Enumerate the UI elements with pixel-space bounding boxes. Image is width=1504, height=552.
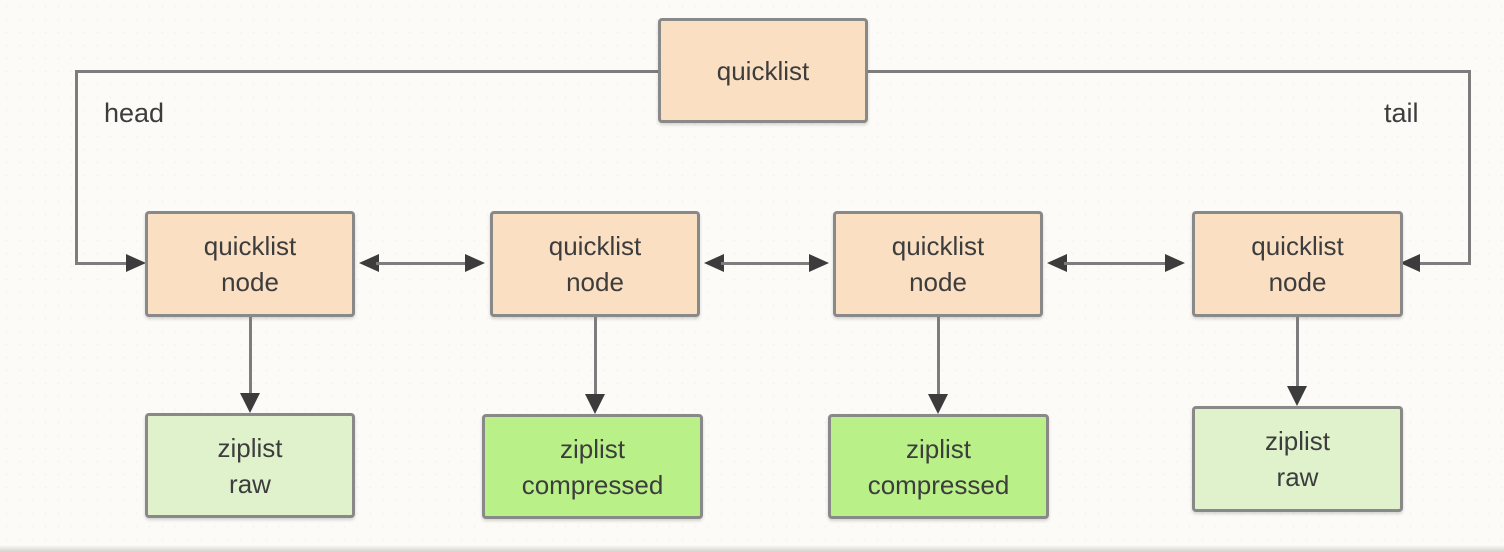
quicklist-node-box-4: quicklist node <box>1192 211 1403 317</box>
quicklist-node-box-1: quicklist node <box>145 211 355 317</box>
down-arrow-line-2 <box>594 317 597 395</box>
ziplist-box-3: ziplist compressed <box>828 414 1049 519</box>
ziplist-box-2: ziplist compressed <box>482 414 703 519</box>
tail-top-line <box>868 70 1471 73</box>
quicklist-node-box-2: quicklist node <box>490 211 700 317</box>
ziplist-box-4: ziplist raw <box>1192 406 1403 512</box>
node-label-line2: node <box>909 267 967 297</box>
head-vertical-line <box>75 70 78 265</box>
ziplist-label-line2: raw <box>229 468 271 499</box>
down-arrowhead-icon-1 <box>240 393 260 413</box>
link2-arrowhead-left-icon <box>704 254 724 272</box>
down-arrowhead-icon-2 <box>585 394 605 414</box>
ziplist-label-line2: compressed <box>867 469 1010 500</box>
ziplist-label-line1: ziplist <box>905 433 971 464</box>
node-label-line2: node <box>566 267 624 297</box>
node-label-line2: node <box>221 267 279 297</box>
ziplist-label-line2: compressed <box>521 469 664 500</box>
head-arrowhead-right-icon <box>126 254 146 272</box>
ziplist-label-line2: raw <box>1276 462 1319 492</box>
link3-arrowhead-left-icon <box>1047 254 1067 272</box>
node-label-line1: quicklist <box>548 231 642 261</box>
node-label-line1: quicklist <box>203 231 297 261</box>
tail-arrowhead-left-icon <box>1400 254 1420 272</box>
quicklist-node-box-3: quicklist node <box>833 211 1043 317</box>
down-arrow-line-4 <box>1296 317 1299 387</box>
link1-arrowhead-left-icon <box>359 254 379 272</box>
down-arrowhead-icon-3 <box>928 394 948 414</box>
down-arrow-line-1 <box>249 317 252 394</box>
quicklist-box: quicklist <box>658 18 868 123</box>
node-label-line1: quicklist <box>1251 231 1344 261</box>
down-arrowhead-icon-4 <box>1287 386 1307 406</box>
screenshot-bottom-edge <box>0 545 1504 552</box>
tail-arrow-line <box>1419 262 1471 265</box>
node-label-line2: node <box>1268 267 1327 297</box>
link2-line <box>721 262 812 265</box>
head-top-line <box>75 70 658 73</box>
tail-vertical-line <box>1468 70 1471 265</box>
node-label-line1: quicklist <box>891 231 985 261</box>
link1-arrowhead-right-icon <box>465 254 485 272</box>
quicklist-box-label: quicklist <box>716 55 810 86</box>
ziplist-label-line1: ziplist <box>1264 426 1330 456</box>
ziplist-label-line1: ziplist <box>559 433 625 464</box>
down-arrow-line-3 <box>937 317 940 395</box>
tail-label: tail <box>1384 98 1419 128</box>
link2-arrowhead-right-icon <box>809 254 829 272</box>
link3-arrowhead-right-icon <box>1165 254 1185 272</box>
head-label: head <box>104 98 165 128</box>
link3-line <box>1064 262 1168 265</box>
ziplist-label-line1: ziplist <box>217 432 283 463</box>
head-arrow-line <box>75 262 128 265</box>
link1-line <box>376 262 468 265</box>
ziplist-box-1: ziplist raw <box>145 413 355 518</box>
